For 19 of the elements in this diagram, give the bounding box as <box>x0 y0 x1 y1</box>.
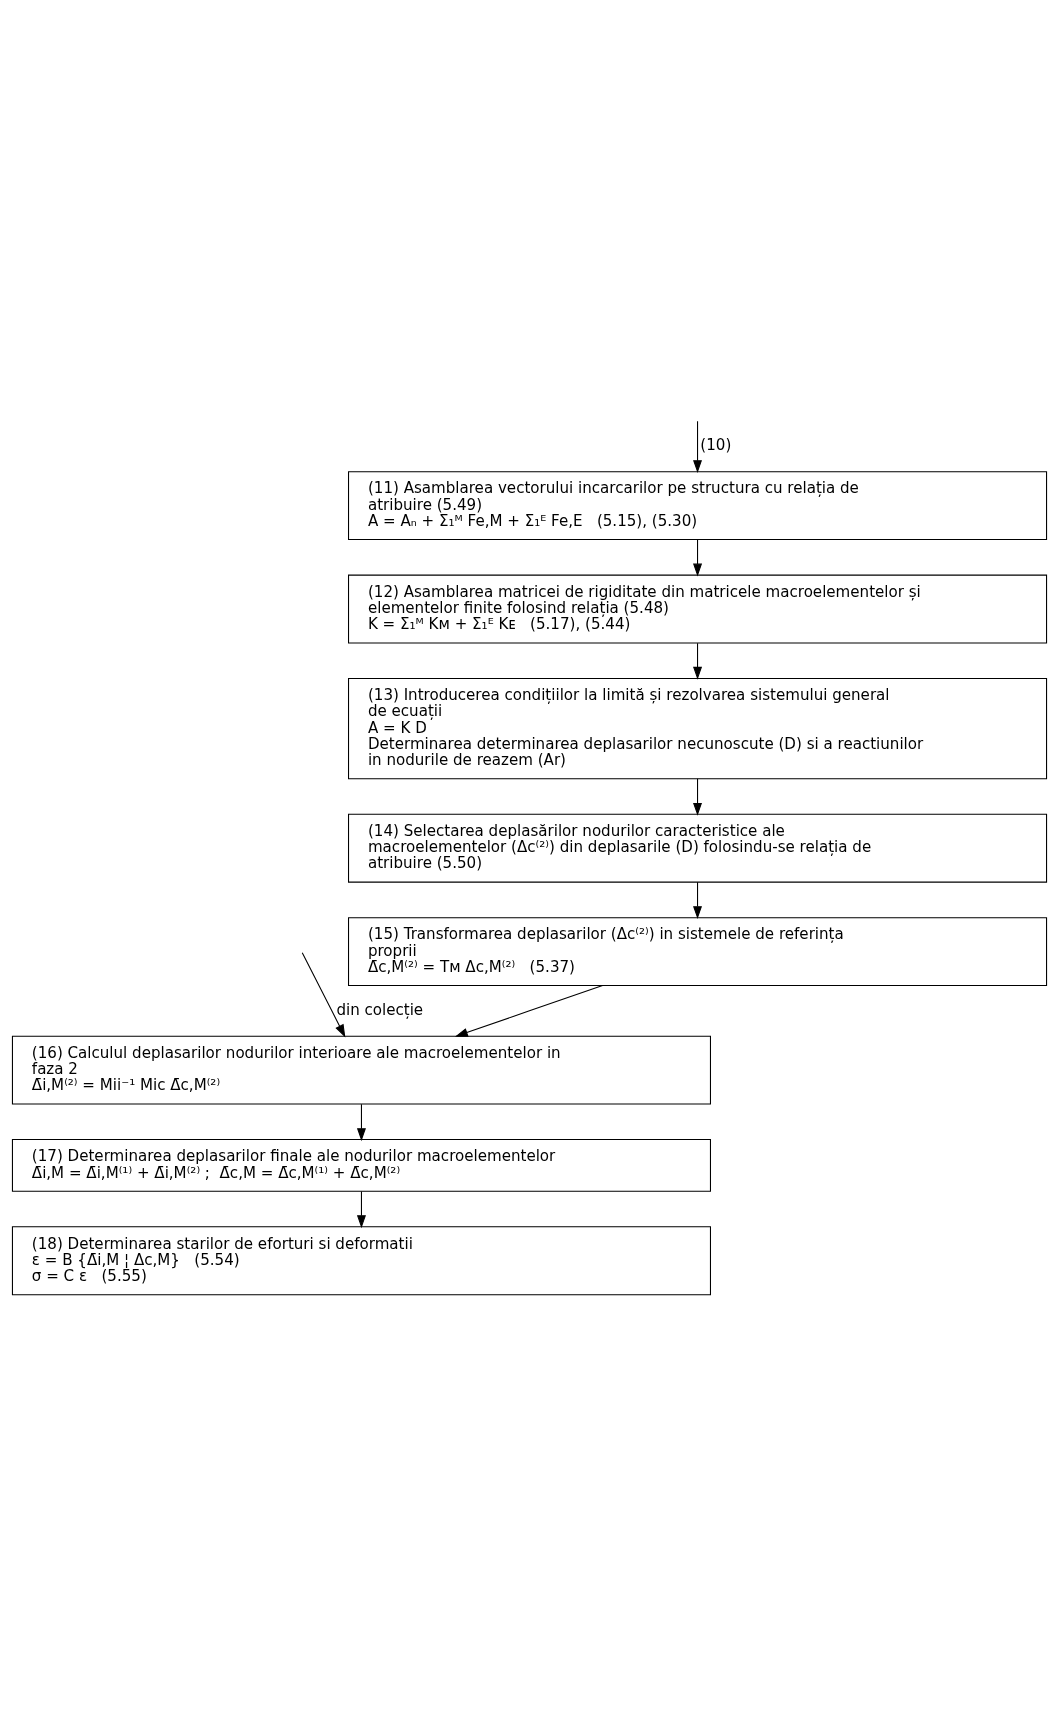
arrow <box>693 538 703 577</box>
arrow <box>356 1103 366 1141</box>
node-box: (15) Transformarea deplasarilor (Δc⁽²⁾) in sistemele de referința proprii Δ̄c,M⁽²⁾ = Tᴍ Δc,M⁽²⁾ (5.37) <box>348 916 1048 986</box>
node-box: (11) Asamblarea vectorului incarcarilor pe structura cu relația de atribuire (5.49) A = Aₙ + Σ₁ᴹ Fe,M + Σ₁ᴱ Fe,E (5.15), (5.30) <box>348 470 1048 540</box>
node-box: (14) Selectarea deplasărilor nodurilor caracteristice ale macroelementelor (Δc⁽²⁾) din deplasarile (D) folosindu-se relația de atribuire (5.50) <box>348 813 1048 883</box>
node-box: (17) Determinarea deplasarilor finale ale nodurilor macroelementelor Δ̄i,M = Δ̄i,M⁽¹⁾ + Δ̄i,M⁽²⁾ ; Δ̄c,M = Δ̄c,M⁽¹⁾ + Δ̄c,M⁽²⁾ <box>11 1138 711 1192</box>
arrow <box>454 984 604 1037</box>
arrow <box>356 1190 366 1228</box>
arrow <box>301 951 346 1037</box>
arrow <box>693 777 703 816</box>
node-box: (12) Asamblarea matricei de rigiditate din matricele macroelementelor și elementelor finite folosind relația (5.48) K = Σ₁ᴹ Kᴍ + Σ₁ᴱ Kᴇ (5.17), (5.44) <box>348 574 1048 644</box>
edge-label: din colecție <box>336 1000 424 1019</box>
arrow <box>693 420 703 473</box>
arrow <box>693 881 703 919</box>
arrow <box>693 642 703 680</box>
node-box: (13) Introducerea condițiilor la limită și rezolvarea sistemului general de ecuații A = K D Determinarea determinarea deplasarilor necunoscute (D) si a reactiunilor in nodurile de reazem (Ar) <box>348 677 1048 779</box>
node-box: (18) Determinarea starilor de eforturi si deformatii ε = B {Δ̄i,M ¦ Δc,M} (5.54) σ = C ε (5.55) <box>11 1225 711 1295</box>
edge-label: (10) <box>700 435 732 454</box>
node-box: (16) Calculul deplasarilor nodurilor interioare ale macroelementelor in faza 2 Δ̄i,M⁽²⁾ = Mii⁻¹ Mic Δ̄c,M⁽²⁾ <box>11 1035 711 1105</box>
